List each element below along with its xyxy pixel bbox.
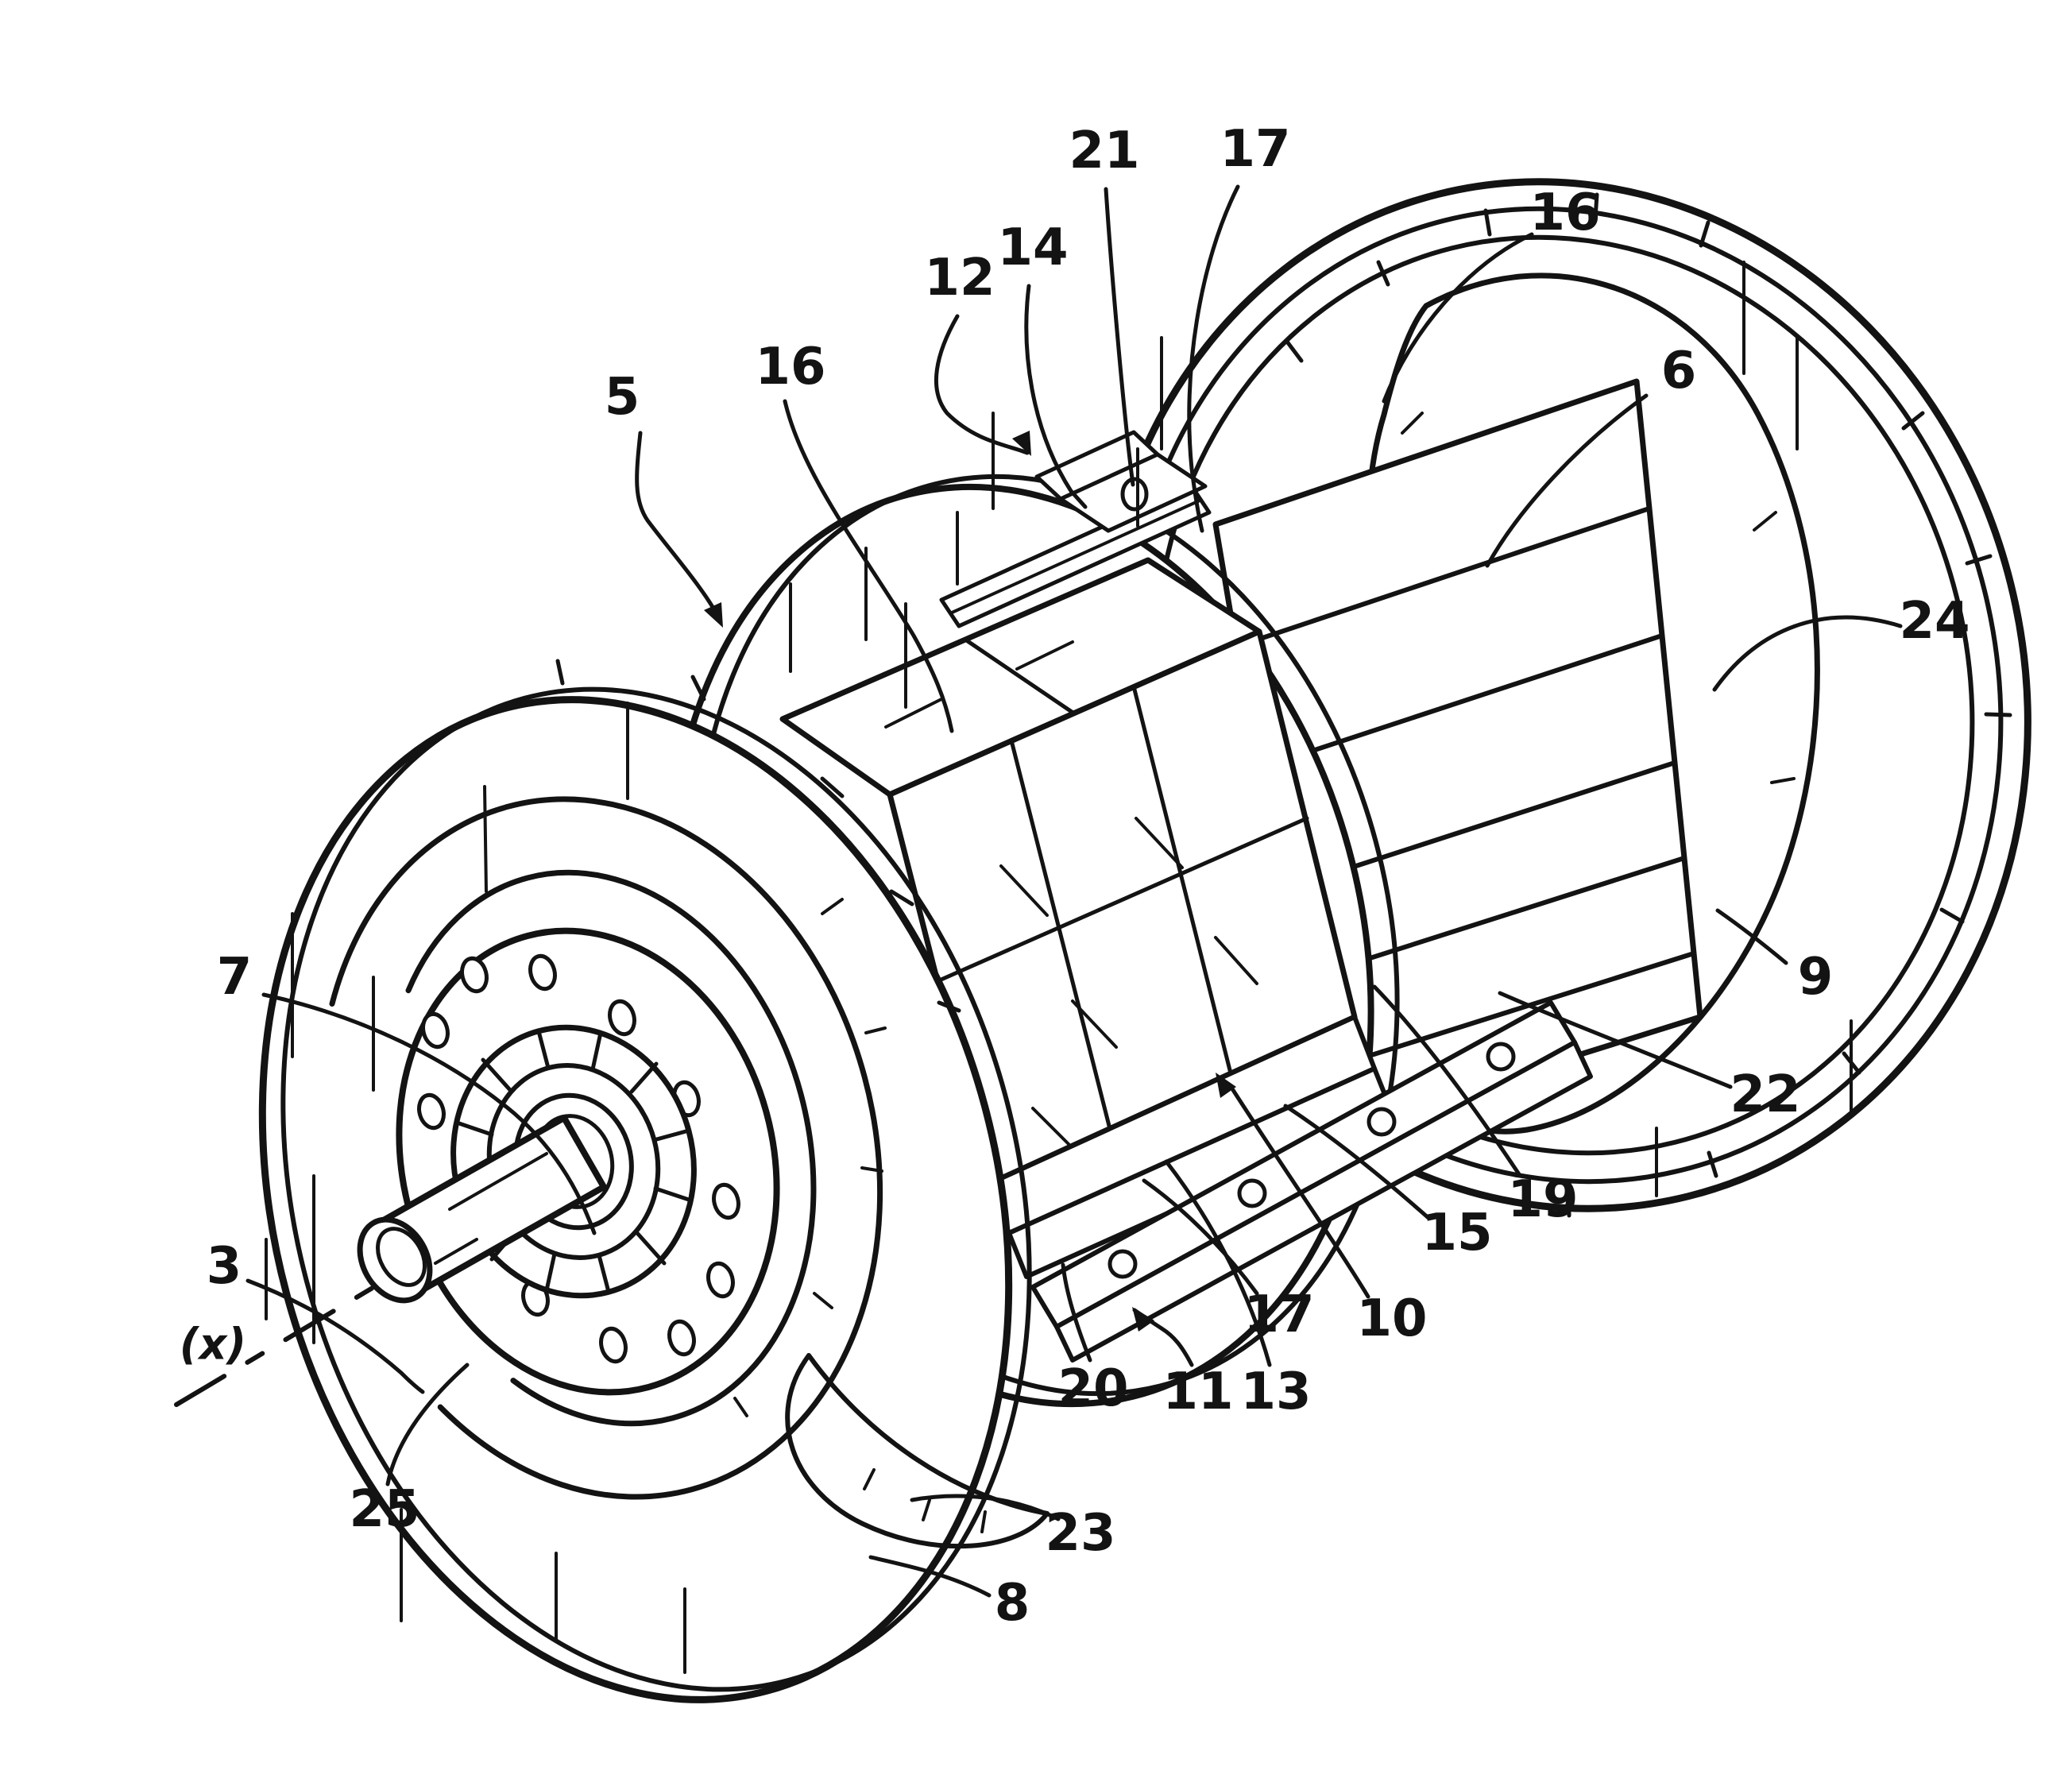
leader-8 xyxy=(868,1555,992,1598)
ref-label-21-3: 21 xyxy=(1069,122,1139,180)
ref-label-25-20: 25 xyxy=(349,1480,419,1539)
ref-label-12-1: 12 xyxy=(924,249,995,307)
middle-disc-cutout xyxy=(785,1353,1050,1549)
leader-lines xyxy=(245,184,1903,1598)
leader-15 xyxy=(1283,1104,1431,1220)
leader-22 xyxy=(1498,991,1733,1089)
crescent-ticks xyxy=(863,1468,987,1533)
leader-3 xyxy=(245,1278,425,1394)
leader-16-mid xyxy=(783,399,954,733)
ref-label-17-14: 17 xyxy=(1243,1285,1314,1344)
leader-17-top xyxy=(1187,184,1240,533)
ref-label-17-4: 17 xyxy=(1220,120,1290,179)
leader-5-arrowhead xyxy=(704,602,723,628)
shaft-end-bore xyxy=(376,1227,427,1287)
magnet-blocks xyxy=(779,557,1358,1187)
rails xyxy=(1030,1000,1593,1363)
ref-label-5-0: 5 xyxy=(605,368,640,427)
rail-lower xyxy=(1054,1040,1593,1363)
ref-label-19-11: 19 xyxy=(1507,1170,1578,1229)
left-disc-slot-inner xyxy=(383,869,817,1427)
rail-hole xyxy=(1237,1178,1267,1208)
bearing-segment-ticks xyxy=(454,1029,694,1294)
leader-23 xyxy=(910,1494,1061,1521)
ref-label-13-15: 13 xyxy=(1240,1363,1311,1421)
rail-hole xyxy=(1108,1249,1138,1279)
ref-label-16-5: 16 xyxy=(1529,184,1600,242)
leader-7 xyxy=(261,992,597,1235)
leader-9 xyxy=(1715,908,1788,965)
leader-14 xyxy=(1024,284,1088,509)
leader-13 xyxy=(1164,1159,1272,1367)
leader-16-top xyxy=(1382,232,1534,404)
ref-label-6-7: 6 xyxy=(1661,342,1697,400)
leader-20 xyxy=(1061,1262,1092,1363)
ref-label-11-16: 11 xyxy=(1162,1363,1233,1421)
leader-19 xyxy=(1372,984,1521,1177)
ref-label-9-9: 9 xyxy=(1798,948,1834,1007)
ref-label-16-6: 16 xyxy=(755,338,825,396)
leader-11-arrowhead xyxy=(1132,1307,1154,1332)
left-disc-slot-outer xyxy=(316,796,883,1500)
leader-12-arrowhead xyxy=(1012,431,1031,456)
ref-label-24-8: 24 xyxy=(1899,592,1970,651)
leader-5 xyxy=(635,431,721,620)
axis-label: (x) xyxy=(180,1320,246,1370)
leader-24 xyxy=(1712,615,1903,692)
bolt-holes xyxy=(417,953,740,1364)
left-disc-slot-ticks xyxy=(733,898,887,1417)
ref-label-10-13: 10 xyxy=(1356,1289,1427,1348)
ref-label-14-2: 14 xyxy=(997,218,1068,277)
ref-label-23-18: 23 xyxy=(1045,1504,1115,1563)
rail-hole xyxy=(1367,1107,1397,1137)
bracket-hole xyxy=(1120,477,1149,512)
left-disc-rim-ticks xyxy=(555,659,961,1013)
ref-label-15-12: 15 xyxy=(1421,1204,1492,1262)
leader-10-arrowhead xyxy=(1216,1073,1236,1098)
ref-label-7-21: 7 xyxy=(217,948,253,1007)
ref-label-8-19: 8 xyxy=(995,1574,1030,1633)
ref-label-22-10: 22 xyxy=(1730,1065,1800,1124)
ref-label-3-22: 3 xyxy=(207,1237,242,1296)
rail-hole xyxy=(1486,1042,1516,1072)
leader-25 xyxy=(385,1363,470,1486)
leader-21 xyxy=(1104,187,1135,487)
axis-line xyxy=(174,1283,379,1407)
right-disc-rim-ticks xyxy=(1285,192,2012,1218)
leader-17-bottom xyxy=(1142,1178,1259,1296)
leader-10 xyxy=(1231,1088,1370,1299)
ref-label-20-17: 20 xyxy=(1057,1359,1128,1418)
shaft xyxy=(357,1115,607,1304)
leader-6 xyxy=(1485,393,1649,568)
leader-12 xyxy=(934,314,1030,455)
bracket-plate-front xyxy=(1058,452,1208,533)
left-disc-rim-line xyxy=(280,686,1032,1692)
